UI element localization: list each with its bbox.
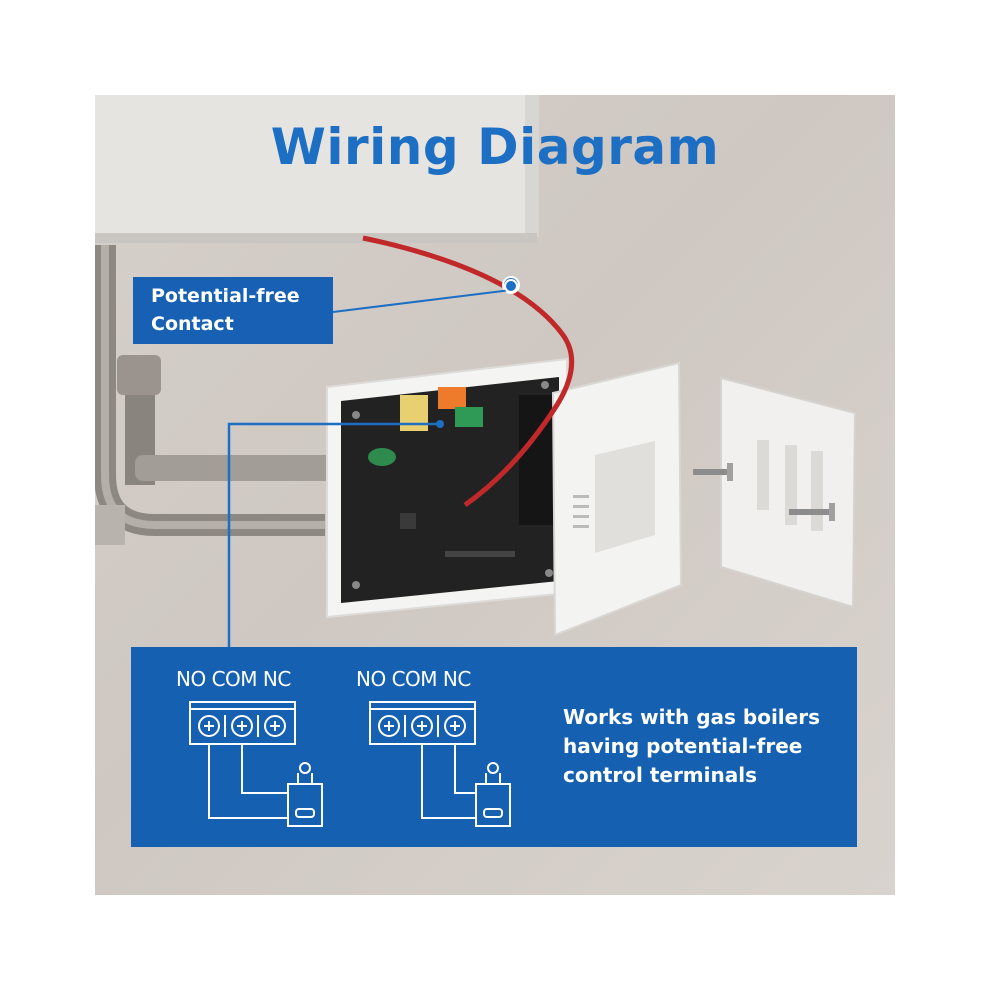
description-line-2: having potential-free	[563, 734, 803, 758]
terminal-block-2	[369, 701, 511, 827]
callout-line-2: Contact	[151, 313, 234, 335]
diagram-title: Wiring Diagram	[270, 118, 720, 176]
screw-icon	[693, 463, 733, 481]
pipe-fitting	[117, 355, 161, 395]
terminal-label-com: COM	[211, 667, 258, 691]
terminal-schematic	[189, 701, 511, 827]
potential-free-contact-callout: Potential-free Contact	[133, 277, 333, 344]
red-wire	[362, 235, 575, 508]
pipe	[135, 455, 335, 481]
wiring-panel: NO COM NC NO COM NC Works with gas boile…	[131, 647, 857, 847]
description-line-1: Works with gas boilers	[563, 705, 820, 729]
screw-icon	[789, 503, 835, 521]
terminal-block-1	[189, 701, 323, 827]
terminal-label-no: NO	[356, 667, 386, 691]
boiler-body	[95, 95, 537, 237]
terminal-label-com: COM	[391, 667, 438, 691]
thermostat-backplate	[551, 361, 683, 637]
terminal-labels-2: NO COM NC	[356, 667, 471, 691]
terminal-labels-1: NO COM NC	[176, 667, 291, 691]
terminal-label-nc: NC	[442, 667, 471, 691]
compatibility-description: Works with gas boilers having potential-…	[563, 703, 853, 790]
callout-line-1: Potential-free	[151, 285, 300, 307]
terminal-label-nc: NC	[262, 667, 291, 691]
installation-scene	[95, 95, 857, 637]
connection-point-marker	[504, 279, 518, 293]
description-line-3: control terminals	[563, 763, 757, 787]
terminal-label-no: NO	[176, 667, 206, 691]
